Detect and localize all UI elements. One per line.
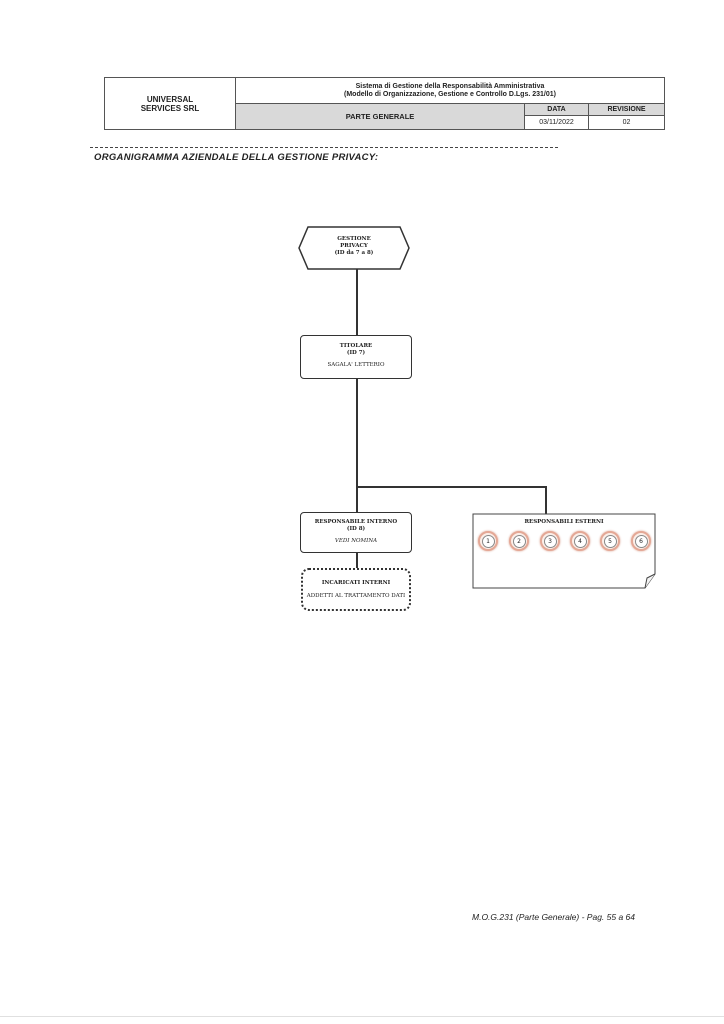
root-line-1: GESTIONE (337, 236, 371, 242)
responsabile-interno-note: VEDI NOMINA (334, 538, 378, 544)
root-line-3: (ID da 7 a 8) (334, 250, 374, 256)
company-line-2: SERVICES SRL (140, 103, 200, 113)
responsabile-interno-title: RESPONSABILE INTERNO (314, 519, 398, 525)
page-footer: M.O.G.231 (Parte Generale) - Pag. 55 a 6… (472, 912, 635, 922)
gestione-privacy-label: GESTIONE PRIVACY (ID da 7 a 8) (296, 236, 412, 257)
esterno-5-number: 5 (603, 534, 617, 548)
esterno-3-number: 3 (543, 534, 557, 548)
bottom-edge-line (0, 1016, 724, 1017)
esterno-5: 5 (600, 531, 620, 551)
esterno-6: 6 (631, 531, 651, 551)
responsabile-interno-box: RESPONSABILE INTERNO (ID 8) VEDI NOMINA (300, 512, 412, 553)
esterno-2: 2 (509, 531, 529, 551)
responsabile-interno-id: (ID 8) (346, 526, 366, 532)
company-line-1: UNIVERSAL (146, 94, 194, 104)
page-title: ORGANIGRAMMA AZIENDALE DELLA GESTIONE PR… (94, 152, 379, 163)
gestione-privacy-hexagon (298, 226, 410, 270)
system-title: Sistema di Gestione della Responsabilità… (236, 78, 664, 104)
titolare-id: (ID 7) (346, 350, 366, 356)
revision-value: 02 (622, 119, 631, 126)
titolare-name: SAGALA' LETTERIO (327, 362, 385, 368)
esterno-1: 1 (478, 531, 498, 551)
esterno-3: 3 (540, 531, 560, 551)
esterno-1-number: 1 (481, 534, 495, 548)
titolare-box: TITOLARE (ID 7) SAGALA' LETTERIO (300, 335, 412, 379)
titolare-title: TITOLARE (339, 343, 373, 349)
esterno-4: 4 (570, 531, 590, 551)
data-label: DATA (525, 104, 589, 116)
revision-label: REVISIONE (589, 104, 664, 116)
incaricati-interni-box: INCARICATI INTERNI ADDETTI AL TRATTAMENT… (301, 568, 411, 611)
esterno-2-number: 2 (512, 534, 526, 548)
data-value: 03/11/2022 (525, 116, 589, 129)
dashed-divider (90, 147, 558, 148)
esterno-4-number: 4 (573, 534, 587, 548)
connector-incaricati (356, 551, 358, 569)
company-name: UNIVERSAL SERVICES SRL (105, 78, 236, 129)
root-line-2: PRIVACY (340, 243, 368, 249)
incaricati-note: ADDETTI AL TRATTAMENTO DATI (306, 593, 406, 599)
system-line-1: Sistema di Gestione della Responsabilità… (355, 82, 545, 90)
incaricati-title: INCARICATI INTERNI (321, 580, 391, 586)
section-label: PARTE GENERALE (236, 104, 525, 129)
connector-root-titolare (356, 268, 358, 336)
system-line-2: (Modello di Organizzazione, Gestione e C… (344, 90, 556, 98)
responsabili-esterni-title: RESPONSABILI ESTERNI (524, 519, 604, 525)
connector-horizontal (356, 486, 546, 488)
document-header-table: UNIVERSAL SERVICES SRL Sistema di Gestio… (104, 77, 665, 130)
connector-titolare-down (356, 378, 358, 512)
connector-esterni (545, 486, 547, 514)
esterno-6-number: 6 (634, 534, 648, 548)
